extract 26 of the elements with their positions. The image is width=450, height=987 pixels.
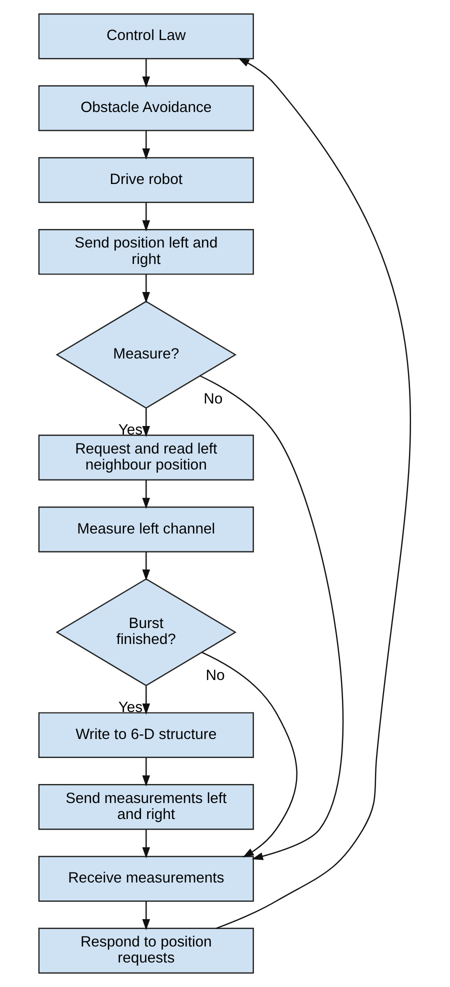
node-box: Request and read left neighbour position — [38, 434, 254, 480]
node-box: Send measurements left and right — [38, 784, 254, 830]
arrow — [200, 375, 344, 860]
node-box: Write to 6-D structure — [38, 712, 254, 758]
arrow — [142, 686, 150, 715]
node-box: Drive robot — [38, 157, 254, 203]
arrow — [142, 829, 150, 858]
node-box: Receive measurements — [38, 856, 254, 902]
arrow — [142, 274, 150, 304]
arrow — [142, 202, 150, 232]
arrow — [216, 58, 411, 929]
edge-label: No — [206, 668, 225, 684]
node-box: Measure left channel — [38, 506, 254, 552]
edge-label: No — [204, 392, 223, 408]
arrow — [142, 758, 150, 787]
arrow — [142, 480, 150, 509]
node-box: Obstacle Avoidance — [38, 85, 254, 132]
arrow — [142, 408, 150, 438]
node-box: Send position left and right — [38, 228, 254, 275]
arrow — [142, 58, 150, 88]
node-box: Control Law — [38, 13, 254, 60]
arrow — [142, 130, 150, 160]
arrow — [142, 552, 150, 581]
node-box: Respond to position requests — [38, 928, 254, 974]
arrow — [202, 652, 298, 858]
arrow — [142, 901, 150, 930]
